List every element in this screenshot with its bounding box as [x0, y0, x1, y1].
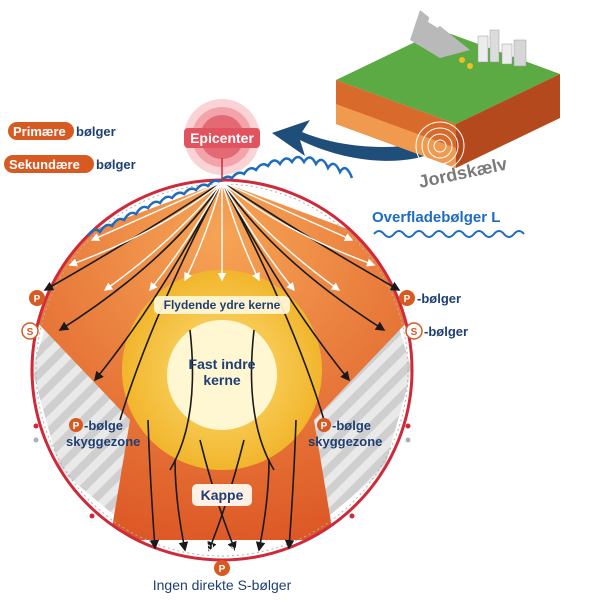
badge-s-left: S [21, 322, 39, 340]
badge-p-left: P [29, 290, 45, 306]
svg-text:skyggezone: skyggezone [66, 434, 140, 449]
crust-label: Skorpe [203, 542, 241, 556]
svg-text:P: P [321, 421, 328, 432]
legend-secondary: Sekundære bølger [4, 155, 136, 173]
mantle-label: Kappe [201, 487, 244, 503]
svg-text:P: P [219, 564, 226, 575]
inner-core-label-line2: kerne [203, 372, 241, 388]
svg-text:S: S [411, 327, 418, 338]
outer-core-label: Flydende ydre kerne [164, 298, 281, 312]
legend-primary-suffix: bølger [76, 124, 116, 139]
p-wave-rays [43, 181, 401, 552]
bottom-caption: Ingen direkte S-bølger [153, 577, 292, 593]
legend-secondary-suffix: bølger [96, 157, 136, 172]
p-waves-right: P -bølger [399, 290, 461, 306]
badge-p-bottom: P [214, 560, 230, 576]
legend-primary-highlight: Primære [13, 124, 66, 139]
inner-core [167, 320, 277, 430]
rim-markers [33, 423, 411, 519]
svg-text:skyggezone: skyggezone [308, 434, 382, 449]
svg-text:P: P [34, 294, 41, 305]
inner-core-label-line1: Fast indre [189, 356, 256, 372]
svg-text:P: P [73, 421, 80, 432]
s-wave-rays [68, 181, 376, 292]
legend-primary: Primære bølger [8, 122, 116, 140]
surface-waves-legend-line [373, 230, 525, 238]
surface-wave-arc [86, 155, 354, 237]
s-waves-right: S -bølger [405, 322, 468, 340]
legend-secondary-highlight: Sekundære [9, 157, 80, 172]
p-waves-label: -bølger [417, 291, 461, 306]
surface-waves-label: Overfladebølger L [372, 209, 500, 226]
s-waves-label: -bølger [424, 324, 468, 339]
mantle-label-box: Kappe [192, 484, 252, 506]
earth-interior [32, 180, 412, 560]
outer-core-label-box: Flydende ydre kerne [154, 296, 290, 314]
svg-text:P: P [404, 294, 411, 305]
shadow-zone-left-label: P -bølge skyggezone [66, 418, 140, 449]
shadow-zone-right-label: P -bølge skyggezone [308, 418, 382, 449]
svg-text:-bølge: -bølge [332, 418, 371, 433]
svg-text:S: S [27, 327, 34, 338]
landscape-illustration: Jordskælv [336, 8, 560, 192]
epicenter-label: Epicenter [190, 130, 254, 146]
svg-text:-bølge: -bølge [84, 418, 123, 433]
epicenter-marker: Epicenter [184, 99, 260, 182]
curved-arrow [272, 120, 440, 161]
